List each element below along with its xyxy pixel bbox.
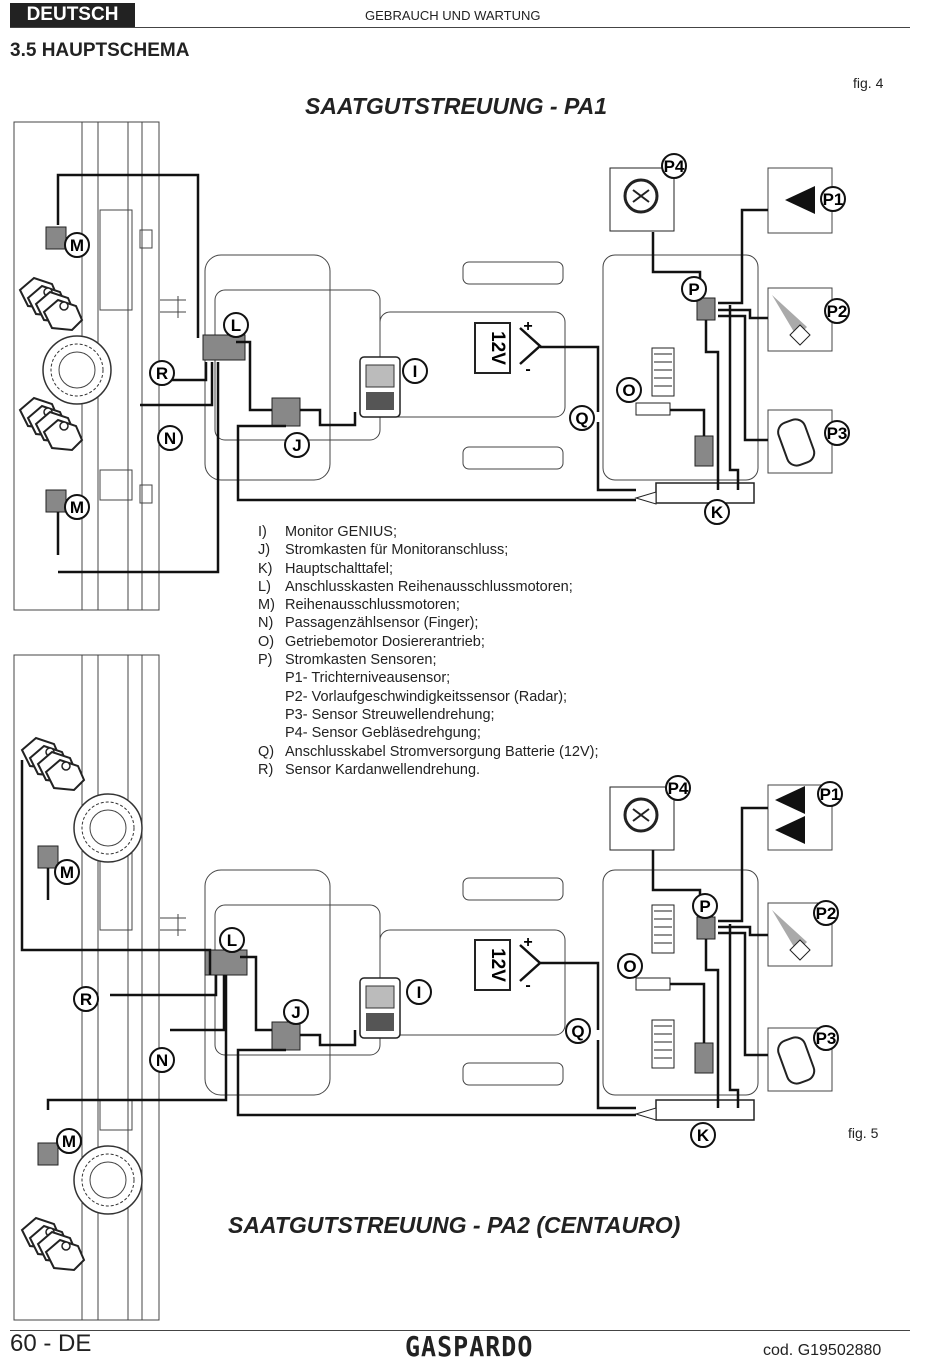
- footer-rule: [10, 1330, 910, 1331]
- fig5-diagram: P4 P1 P2 P3 P M M L R N J I Q O: [13, 654, 843, 1321]
- legend-subitem: P4- Sensor Gebläsedrehgung;: [285, 725, 481, 742]
- label-P4: P4: [664, 157, 685, 176]
- battery-minus: -: [525, 361, 530, 378]
- section-title: 3.5 HAUPTSCHEMA: [10, 40, 190, 61]
- fig4-label: fig. 4: [853, 75, 884, 91]
- label-K: K: [697, 1126, 710, 1145]
- battery-minus: -: [525, 977, 530, 994]
- label-M: M: [60, 863, 74, 882]
- battery-label: 12V: [487, 331, 508, 365]
- label-Q: Q: [571, 1022, 584, 1041]
- header-title: GEBRAUCH UND WARTUNG: [365, 8, 541, 23]
- label-M: M: [70, 498, 84, 517]
- label-Q: Q: [575, 409, 588, 428]
- label-J: J: [292, 436, 301, 455]
- language-badge: DEUTSCH: [10, 3, 135, 27]
- legend-item: L)Anschlusskasten Reihenausschlussmotore…: [258, 578, 573, 595]
- label-K: K: [711, 503, 724, 522]
- legend-item: P)Stromkasten Sensoren;: [258, 652, 437, 669]
- label-R: R: [156, 364, 168, 383]
- fig5-title: SAATGUTSTREUUNG - PA2 (CENTAURO): [228, 1212, 681, 1238]
- label-P4: P4: [668, 779, 689, 798]
- fig4-diagram: P4 P1 P2 P3 P M M L R N J I Q O: [13, 121, 850, 611]
- label-P2: P2: [816, 904, 837, 923]
- label-P3: P3: [816, 1029, 837, 1048]
- legend-item: I)Monitor GENIUS;: [258, 524, 397, 540]
- label-I: I: [413, 362, 418, 381]
- document-code: cod. G19502880: [763, 1342, 882, 1359]
- legend-subitem: P3- Sensor Streuwellendrehung;: [285, 706, 495, 723]
- brand-logo: GASPARDO: [405, 1330, 534, 1363]
- battery-plus: +: [523, 934, 532, 951]
- label-L: L: [231, 316, 241, 335]
- label-P1: P1: [820, 785, 841, 804]
- legend-item: O)Getriebemotor Dosiererantrieb;: [258, 633, 485, 650]
- label-P: P: [699, 897, 710, 916]
- header-rule: [10, 27, 910, 28]
- legend-item: J)Stromkasten für Monitoranschluss;: [258, 542, 509, 559]
- label-J: J: [291, 1003, 300, 1022]
- legend-subitem: P1- Trichterniveausensor;: [285, 670, 451, 687]
- label-N: N: [164, 429, 176, 448]
- legend-subitem: P2- Vorlaufgeschwindigkeitssensor (Radar…: [285, 688, 568, 705]
- legend-item: R)Sensor Kardanwellendrehung.: [258, 761, 481, 778]
- label-I: I: [417, 983, 422, 1002]
- label-N: N: [156, 1051, 168, 1070]
- label-O: O: [622, 381, 635, 400]
- legend-item: N)Passagenzählsensor (Finger);: [258, 615, 479, 632]
- label-P3: P3: [827, 424, 848, 443]
- label-P: P: [688, 280, 699, 299]
- battery-label: 12V: [487, 948, 508, 982]
- component-legend: I)Monitor GENIUS; J)Stromkasten für Moni…: [258, 523, 599, 779]
- label-O: O: [623, 957, 636, 976]
- label-R: R: [80, 990, 92, 1009]
- legend-item: K)Hauptschalttafel;: [258, 560, 394, 577]
- fig5-label: fig. 5: [848, 1125, 879, 1141]
- label-P1: P1: [823, 190, 844, 209]
- legend-item: Q)Anschlusskabel Stromversorgung Batteri…: [258, 743, 599, 760]
- label-M: M: [70, 236, 84, 255]
- legend-item: M)Reihenausschlussmotoren;: [258, 597, 460, 614]
- battery-plus: +: [523, 318, 532, 335]
- label-P2: P2: [827, 302, 848, 321]
- label-M: M: [62, 1132, 76, 1151]
- fig4-title: SAATGUTSTREUUNG - PA1: [305, 93, 607, 119]
- page-number: 60 - DE: [10, 1330, 92, 1357]
- label-L: L: [227, 931, 237, 950]
